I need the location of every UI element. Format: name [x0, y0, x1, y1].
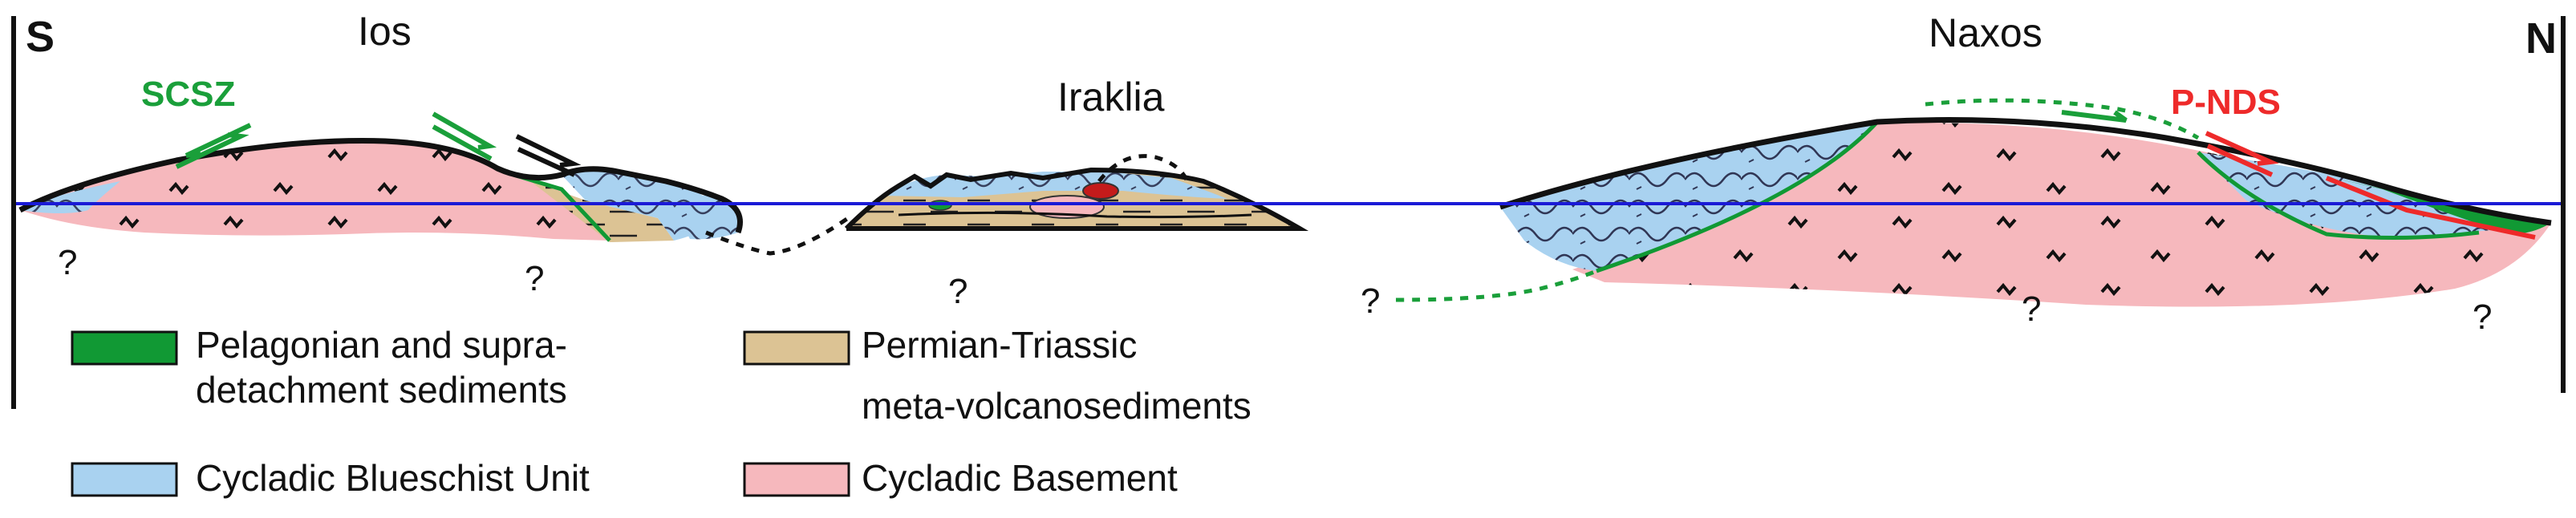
unknown-mark-naxos: ? — [2022, 289, 2041, 329]
legend-swatch-blueschist — [71, 462, 178, 497]
iraklia-eroded-arc — [1097, 154, 1190, 183]
naxos-east-contact — [2197, 151, 2480, 241]
legend-label-permo-triassic-line2: meta-volcanosediments — [862, 385, 1251, 427]
legend-label-supra-detachment-line2: detachment sediments — [196, 369, 567, 411]
iraklia-basement-lens — [1029, 195, 1105, 219]
scsz-shear-arrows — [175, 123, 252, 169]
unknown-mark-naxos-west: ? — [1361, 281, 1380, 321]
label-scsz: SCSZ — [141, 75, 235, 114]
naxos-west-contact — [1596, 120, 1879, 273]
naxos-supra-detachment — [2335, 178, 2551, 234]
legend-swatch-permo-triassic — [743, 330, 850, 366]
ios-subsurface-link — [705, 214, 852, 256]
unknown-mark-ios-north: ? — [525, 259, 544, 298]
naxos-eroded-detachment — [1925, 98, 2200, 140]
naxos-green-shear-arrow — [2061, 110, 2128, 123]
unknown-mark-naxos-north: ? — [2473, 297, 2492, 337]
legend-label-basement: Cycladic Basement — [862, 457, 1178, 499]
label-pnds: P-NDS — [2171, 83, 2281, 122]
legend-label-supra-detachment-line1: Pelagonian and supra- — [196, 324, 567, 366]
legend: Pelagonian and supra- detachment sedimen… — [71, 324, 1251, 499]
direction-north: N — [2525, 14, 2557, 63]
iraklia-red-body — [1082, 182, 1119, 200]
legend-label-blueschist: Cycladic Blueschist Unit — [196, 457, 590, 499]
legend-swatch-supra-detachment — [71, 330, 178, 366]
naxos-pnds-fault — [2325, 176, 2536, 240]
unknown-mark-iraklia: ? — [948, 272, 968, 311]
naxos-topography — [1499, 117, 2552, 226]
south-frame-bar — [11, 16, 16, 409]
place-ios: Ios — [358, 9, 412, 54]
legend-swatch-basement — [743, 462, 850, 497]
iraklia-section — [844, 154, 1309, 231]
iraklia-inner-contact — [898, 211, 1252, 219]
ios-black-shear-arrows — [515, 134, 582, 177]
direction-south: S — [26, 13, 55, 61]
north-frame-bar — [2561, 16, 2566, 393]
place-iraklia: Iraklia — [1057, 75, 1165, 119]
ios-section — [18, 138, 852, 256]
pnds-shear-arrows — [2205, 131, 2279, 177]
naxos-subsurface-link — [1395, 269, 1597, 302]
ios-green-shear-arrows — [432, 111, 497, 161]
ios-topography — [18, 138, 743, 234]
place-naxos: Naxos — [1929, 10, 2043, 55]
legend-label-permo-triassic-line1: Permian-Triassic — [862, 324, 1137, 366]
naxos-section — [1395, 98, 2552, 307]
unknown-mark-ios-south: ? — [58, 243, 77, 282]
